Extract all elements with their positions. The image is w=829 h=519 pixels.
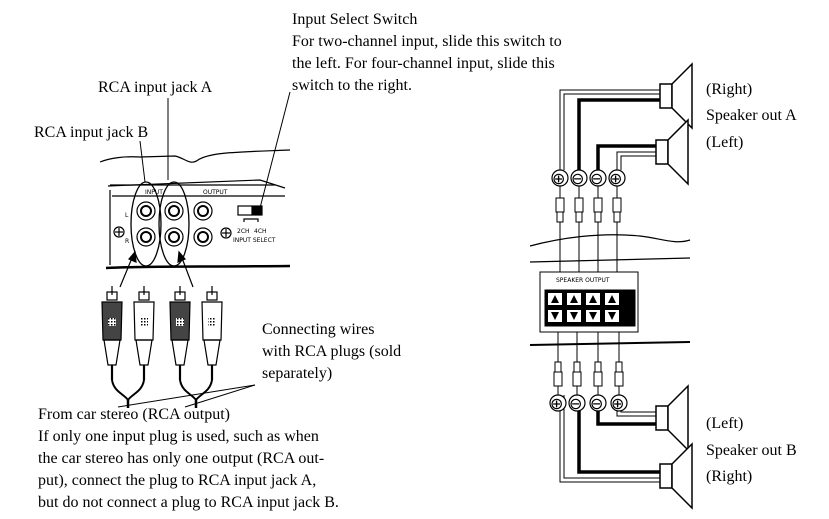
- car-stereo-line-5: but do not connect a plug to RCA input j…: [38, 494, 339, 511]
- switch-4ch-text: 4CH: [254, 228, 267, 235]
- polarity-top-3: ⊖: [590, 169, 603, 188]
- leader-lines: [117, 91, 291, 408]
- rca-output-upper: [193, 201, 213, 221]
- input-select-desc-3: switch to the right.: [292, 77, 412, 94]
- panel-right-text: R: [125, 238, 129, 245]
- switch-input-select-text: INPUT SELECT: [233, 237, 276, 244]
- amplifier-output-panel: [529, 234, 691, 346]
- rca-jack-b-outline: [130, 181, 162, 267]
- wires-label-3: separately): [262, 365, 333, 382]
- switch-2ch-text: 2CH: [237, 228, 250, 235]
- speaker-a-left-label: (Left): [706, 134, 744, 151]
- input-select-switch[interactable]: [237, 205, 263, 222]
- speaker-b-right-icon: [659, 442, 693, 510]
- polarity-top: [551, 169, 626, 187]
- speaker-a-label: Speaker out A: [706, 107, 797, 124]
- polarity-bottom-4: ⊕: [611, 394, 624, 413]
- car-stereo-line-3: the car stereo has only one output (RCA …: [38, 450, 325, 467]
- rca-jack-b-upper: [136, 201, 156, 221]
- rca-plugs: [101, 250, 223, 408]
- polarity-bottom: [549, 394, 628, 412]
- polarity-bottom-2: ⊖: [569, 394, 582, 413]
- speaker-b-label: Speaker out B: [706, 442, 797, 459]
- rca-jack-a-upper: [164, 201, 184, 221]
- rca-plug-3: [169, 286, 191, 380]
- spade-connectors: [553, 197, 624, 387]
- speaker-a-right-icon: [659, 62, 693, 130]
- rca-output-lower: [193, 227, 213, 247]
- rca-jack-b-lower: [136, 227, 156, 247]
- car-stereo-line-4: put), connect the plug to RCA input jack…: [38, 472, 317, 489]
- polarity-bottom-1: ⊕: [550, 394, 563, 413]
- wires-label-1: Connecting wires: [262, 321, 375, 338]
- rca-plug-1: [101, 286, 123, 380]
- rca-input-jack-b-label: RCA input jack B: [34, 124, 149, 141]
- rca-jack-a-lower: [164, 227, 184, 247]
- polarity-top-4: ⊕: [609, 169, 622, 188]
- polarity-top-1: ⊕: [552, 169, 565, 188]
- speaker-a-left-icon: [655, 118, 689, 186]
- rca-plug-4: [201, 286, 223, 380]
- rca-input-jack-a-label: RCA input jack A: [98, 79, 213, 96]
- speaker-b-left-icon: [655, 384, 689, 452]
- panel-output-text: OUTPUT: [203, 189, 228, 196]
- input-select-desc-1: For two-channel input, slide this switch…: [292, 33, 562, 50]
- panel-left-text: L: [125, 212, 129, 219]
- polarity-bottom-3: ⊖: [590, 394, 603, 413]
- panel-input-text: INPUT: [145, 189, 163, 196]
- car-stereo-line-1: From car stereo (RCA output): [38, 406, 230, 423]
- speaker-b-left-label: (Left): [706, 415, 744, 432]
- rca-plug-2: [133, 286, 155, 380]
- input-select-title: Input Select Switch: [292, 11, 418, 28]
- speaker-terminal-block: SPEAKER OUTPUT: [539, 271, 639, 333]
- polarity-top-2: ⊖: [571, 169, 584, 188]
- wires-label-2: with RCA plugs (sold: [262, 343, 402, 360]
- speaker-b-right-label: (Right): [706, 468, 753, 485]
- speaker-a-right-label: (Right): [706, 81, 753, 98]
- rca-jack-a-outline: [158, 181, 190, 267]
- speaker-output-text: SPEAKER OUTPUT: [556, 277, 610, 284]
- amplifier-input-panel: INPUT OUTPUT L R 2CH 4CH INPUT SELECT: [99, 149, 291, 270]
- car-stereo-line-2: If only one input plug is used, such as …: [38, 428, 319, 445]
- input-select-desc-2: the left. For four-channel input, slide …: [292, 55, 555, 72]
